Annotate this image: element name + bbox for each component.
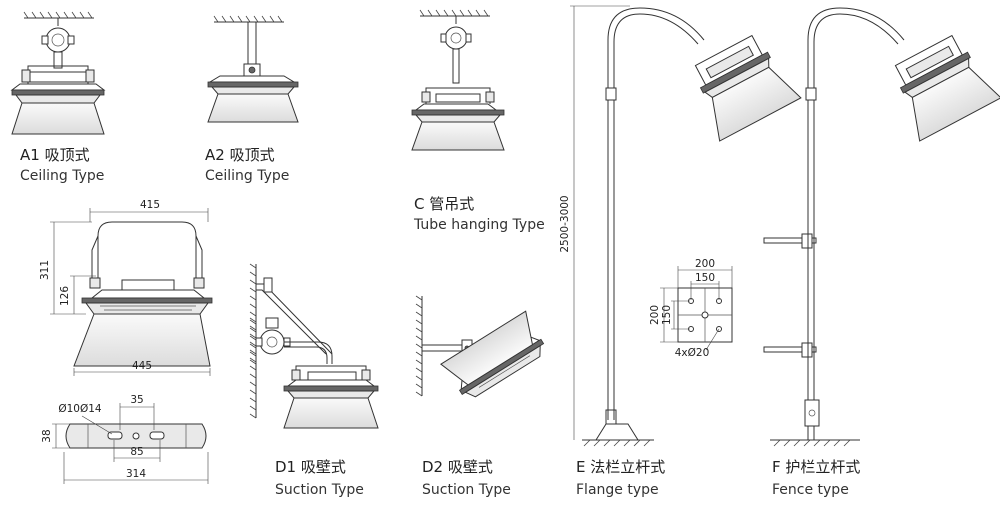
a1-label-cn: A1 吸顶式 [20,146,90,164]
d2-label-cn: D2 吸壁式 [422,458,493,476]
d2-suction-type-drawing [415,295,545,398]
dim-bracket-hole-gap: 35 [130,394,143,406]
dim-body-height: 126 [59,286,71,306]
dim-flange-height: 200 [649,305,661,325]
a2-label-en: Ceiling Type [205,168,289,184]
d1-suction-type-drawing [249,263,379,429]
dim-lamp-height: 311 [39,260,51,280]
a1-ceiling-type-drawing [10,11,106,135]
e-flange-type-drawing [570,5,802,447]
d1-label-cn: D1 吸壁式 [275,458,346,476]
lamp-dimension-drawing [50,208,213,376]
a2-label-cn: A2 吸顶式 [205,146,275,164]
f-label-en: Fence type [772,482,849,498]
dim-flange-holes: 4xØ20 [675,347,710,359]
e-label-en: Flange type [576,482,659,498]
a2-ceiling-type-drawing [207,15,299,123]
d1-label-en: Suction Type [275,482,364,498]
dim-flange-hole-height: 150 [661,305,673,325]
c-label-en: Tube hanging Type [413,217,545,233]
f-label-cn: F 护栏立杆式 [772,458,860,476]
dim-bracket-center-gap: 85 [130,446,143,458]
dim-bracket-holes: Ø10Ø14 [58,403,102,415]
dim-pole-height: 2500-3000 [559,195,571,252]
c-tube-hanging-type-drawing [411,9,505,151]
dim-flange-width: 200 [695,258,715,270]
c-label-cn: C 管吊式 [414,195,474,213]
bracket-plate-drawing [52,403,209,484]
dim-bracket-length: 314 [126,468,146,480]
e-label-cn: E 法栏立杆式 [576,458,665,476]
dim-top-width: 415 [140,199,160,211]
d2-label-en: Suction Type [422,482,511,498]
a1-label-en: Ceiling Type [20,168,104,184]
dim-flange-hole-width: 150 [695,272,715,284]
dim-bracket-height: 38 [41,429,53,442]
dim-shade-width: 445 [132,360,152,372]
f-fence-type-drawing [763,7,1000,447]
